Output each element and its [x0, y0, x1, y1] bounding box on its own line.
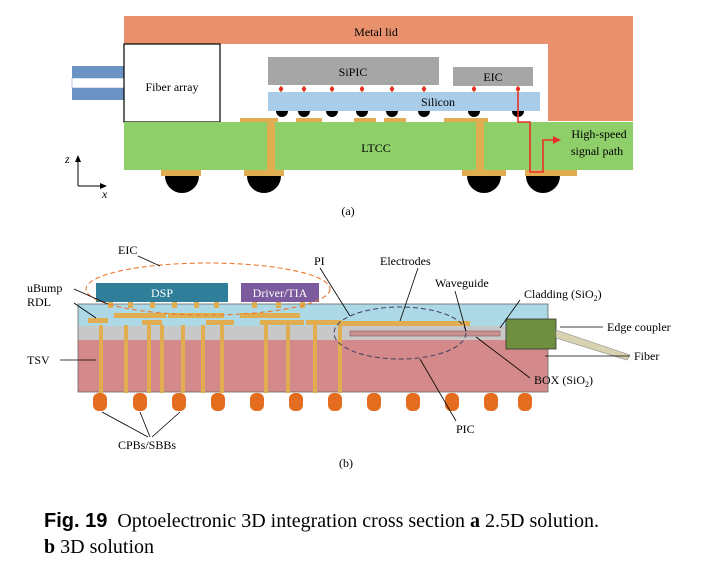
ltcc-top-pads — [240, 118, 488, 123]
signal-path-line1: High-speed — [571, 127, 626, 141]
diagram-a: Metal lid Fiber array SiPIC EIC — [64, 16, 633, 218]
box-label: BOX (SiO2) — [534, 373, 593, 389]
ltcc-vias — [161, 122, 577, 176]
figure-caption: Fig. 19 Optoelectronic 3D integration cr… — [44, 508, 684, 560]
dsp-label: DSP — [151, 286, 173, 300]
driver-label: Driver/TIA — [253, 286, 308, 300]
axis-indicator — [77, 158, 104, 187]
cpb-bumps — [93, 393, 532, 411]
ltcc-solder-balls — [165, 176, 560, 193]
micro-pillar-dots — [278, 86, 521, 92]
fiber-array: Fiber array — [71, 43, 221, 123]
cpbs-label: CPBs/SBBs — [118, 438, 176, 452]
edge-coupler — [505, 318, 557, 350]
metal-lid — [124, 16, 633, 121]
axis-x-label: x — [101, 187, 108, 201]
waveguide-label: Waveguide — [435, 276, 489, 290]
ubump-label: uBump — [27, 281, 62, 295]
signal-path — [517, 92, 553, 173]
leader-lines — [60, 255, 630, 438]
fiber-label: Fiber — [634, 349, 659, 363]
metal-lid-label: Metal lid — [354, 25, 398, 39]
figure-number: Fig. 19 — [44, 510, 108, 532]
axis-z-arrow — [75, 155, 81, 162]
silicon-bumps — [276, 111, 524, 117]
fiber-array-label: Fiber array — [146, 80, 199, 94]
eic-ellipse — [85, 262, 331, 316]
signal-path-line2: signal path — [571, 144, 623, 158]
ltcc-substrate — [124, 122, 633, 170]
silicon-interposer — [268, 92, 540, 111]
driver-chip — [241, 283, 319, 302]
pi-label: PI — [314, 254, 325, 268]
figure-canvas: Metal lid Fiber array SiPIC EIC — [27, 16, 671, 470]
caption-text-1: Optoelectronic 3D integration cross sect… — [117, 510, 466, 532]
eic-label: EIC — [483, 70, 502, 84]
caption-b: b — [44, 536, 56, 558]
axis-x-arrow — [100, 183, 107, 189]
axis-z-label: z — [64, 152, 70, 166]
caption-text-2: 2.5D solution. — [485, 510, 599, 532]
signal-arrow — [553, 136, 561, 144]
rdl-label: RDL — [27, 295, 51, 309]
caption-text-3: 3D solution — [60, 536, 155, 558]
tsv-columns — [99, 325, 342, 393]
pic-ellipse — [333, 306, 467, 360]
fiber — [555, 329, 631, 361]
tsv-label: TSV — [27, 353, 50, 367]
waveguide — [349, 330, 501, 337]
rdl-layer — [88, 313, 342, 325]
electrodes — [340, 321, 470, 326]
sipic-label: SiPIC — [339, 65, 368, 79]
pic-label: PIC — [456, 422, 475, 436]
sipic-chip — [268, 57, 439, 85]
dsp-chip — [96, 283, 228, 302]
eic-chip — [453, 67, 533, 86]
electrodes-label: Electrodes — [380, 254, 431, 268]
cladding-label: Cladding (SiO2) — [524, 287, 602, 303]
silicon-label: Silicon — [421, 95, 455, 109]
ltcc-label: LTCC — [361, 141, 391, 155]
eic-b-label: EIC — [118, 243, 137, 257]
edge-coupler-label: Edge coupler — [607, 320, 671, 334]
panel-a-label: (a) — [341, 204, 354, 218]
panel-b-label: (b) — [339, 456, 353, 470]
caption-a: a — [470, 510, 481, 532]
diagram-b: DSP Driver/TIA — [27, 243, 671, 470]
